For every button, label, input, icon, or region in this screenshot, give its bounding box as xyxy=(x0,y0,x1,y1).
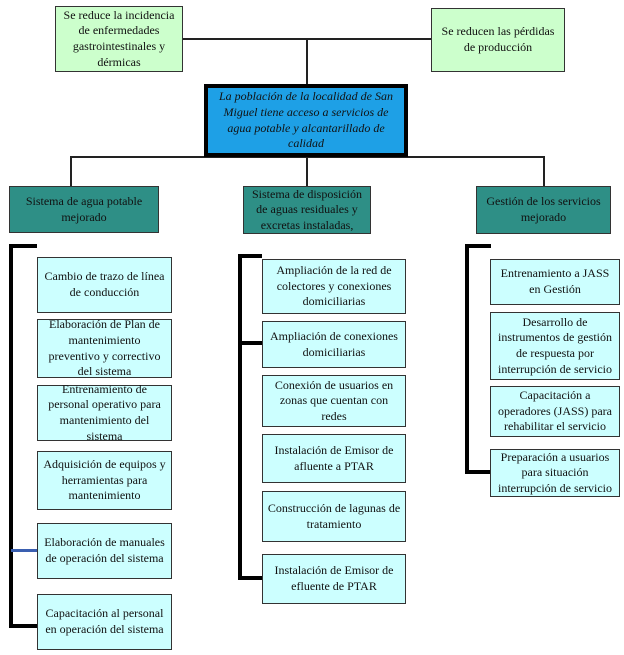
column-2-mid-tick xyxy=(238,341,262,345)
purpose-box: La población de la localidad de San Migu… xyxy=(204,84,408,157)
activity-1-3: Entrenamiento de personal operativo para… xyxy=(37,382,172,443)
column-2-spine xyxy=(238,254,242,580)
component-box-2: Sistema de disposición de aguas residual… xyxy=(243,186,371,234)
column-2-top-tick xyxy=(238,254,262,258)
component-3-drop xyxy=(543,156,545,186)
activity-2-4: Instalación de Emisor de afluente a PTAR xyxy=(262,434,406,483)
activity-2-3: Conexión de usuarios en zonas que cuenta… xyxy=(262,375,406,427)
activity-2-6: Instalación de Emisor de efluente de PTA… xyxy=(262,554,406,604)
column-1-top-tick xyxy=(9,244,37,248)
effect-box-1: Se reduce la incidencia de enfermedades … xyxy=(55,6,183,72)
activity-1-2: Elaboración de Plan de mantenimiento pre… xyxy=(37,317,172,378)
activity-3-2: Desarrollo de instrumentos de gestión de… xyxy=(490,312,620,380)
component-box-3: Gestión de los servicios mejorado xyxy=(476,186,611,234)
column-3-spine xyxy=(465,244,469,474)
activity-2-5: Construcción de lagunas de tratamiento xyxy=(262,491,406,542)
column-2-bottom-tick xyxy=(238,576,262,580)
activity-2-1: Ampliación de la red de colectores y con… xyxy=(262,259,406,314)
effects-stem xyxy=(306,38,308,85)
activity-3-3: Capacitación a operadores (JASS) para re… xyxy=(490,386,620,437)
activity-2-2: Ampliación de conexiones domiciliarias xyxy=(262,321,406,368)
column-1-bottom-tick xyxy=(9,624,37,628)
column-1-spine xyxy=(9,244,13,628)
effect-box-2: Se reducen las pérdidas de producción xyxy=(431,8,565,72)
activity-1-5: Elaboración de manuales de operación del… xyxy=(37,523,172,579)
activity-1-4: Adquisición de equipos y herramientas pa… xyxy=(37,451,172,510)
column-3-bottom-tick xyxy=(465,470,491,474)
column-3-top-tick xyxy=(465,244,491,248)
column-1-blue-tick xyxy=(11,549,37,552)
activity-3-4: Preparación a usuarios para situación in… xyxy=(490,449,620,497)
component-2-drop xyxy=(306,156,308,186)
activity-1-1: Cambio de trazo de línea de conducción xyxy=(37,257,172,313)
component-1-drop xyxy=(70,156,72,186)
activity-3-1: Entrenamiento a JASS en Gestión xyxy=(490,259,620,305)
activity-1-6: Capacitación al personal en operación de… xyxy=(37,594,172,650)
component-box-1: Sistema de agua potable mejorado xyxy=(9,186,159,233)
